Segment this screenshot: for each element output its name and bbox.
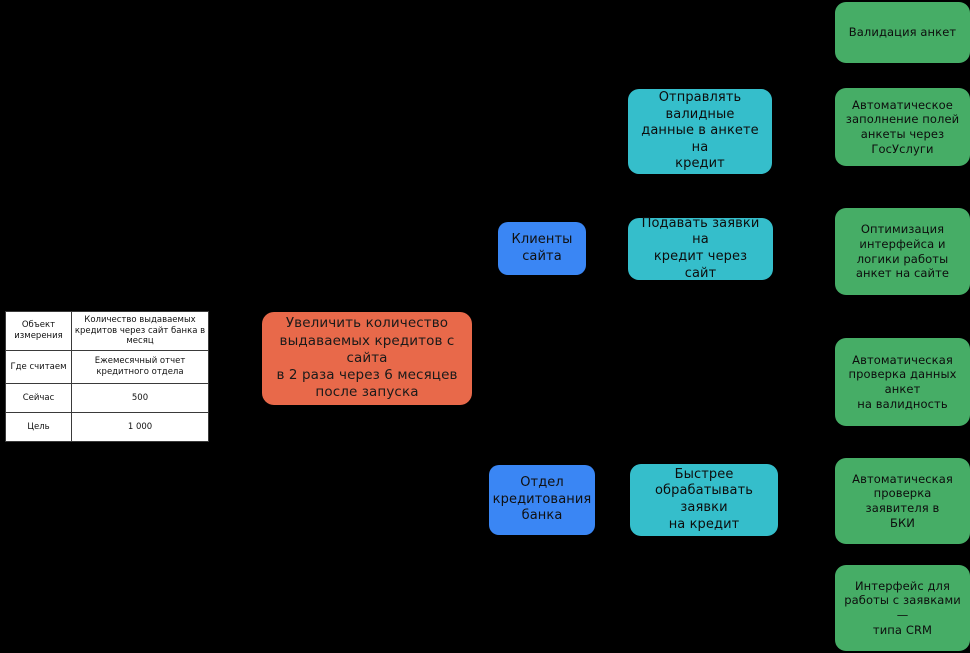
table-row: Цель 1 000: [5, 411, 209, 442]
feature-node-crm-interface[interactable]: Интерфейс для работы с заявками — типа C…: [835, 565, 970, 651]
job-node-process-faster[interactable]: Быстрее обрабатывать заявки на кредит: [630, 464, 778, 536]
table-row: Объект измерения Количество выдаваемых к…: [5, 311, 209, 351]
metric-row-value: 1 000: [71, 411, 209, 442]
metric-definition-table: Объект измерения Количество выдаваемых к…: [5, 311, 209, 442]
metric-row-key: Сейчас: [5, 382, 72, 413]
actor-node-site-clients[interactable]: Клиенты сайта: [498, 222, 586, 275]
metric-row-key: Где считаем: [5, 349, 72, 384]
job-node-submit-applications[interactable]: Подавать заявки на кредит через сайт: [628, 216, 773, 281]
job-node-send-valid-data[interactable]: Отправлять валидные данные в анкете на к…: [628, 89, 772, 174]
feature-node-gosuslugi-autofill[interactable]: Автоматическое заполнение полей анкеты ч…: [835, 88, 970, 166]
feature-node-form-validation[interactable]: Валидация анкет: [835, 2, 970, 63]
actor-node-bank-credit-department[interactable]: Отдел кредитования банка: [489, 465, 595, 535]
feature-node-bki-applicant-check[interactable]: Автоматическая проверка заявителя в БКИ: [835, 458, 970, 544]
metric-row-value: Количество выдаваемых кредитов через сай…: [71, 311, 209, 351]
metric-row-key: Объект измерения: [5, 311, 72, 351]
goal-node[interactable]: Увеличить количество выдаваемых кредитов…: [262, 312, 472, 405]
table-row: Где считаем Ежемесячный отчет кредитного…: [5, 349, 209, 384]
feature-node-ui-optimization[interactable]: Оптимизация интерфейса и логики работы а…: [835, 208, 970, 295]
metric-row-value: 500: [71, 382, 209, 413]
table-row: Сейчас 500: [5, 382, 209, 413]
feature-node-auto-data-validity-check[interactable]: Автоматическая проверка данных анкет на …: [835, 338, 970, 426]
metric-row-value: Ежемесячный отчет кредитного отдела: [71, 349, 209, 384]
metric-row-key: Цель: [5, 411, 72, 442]
